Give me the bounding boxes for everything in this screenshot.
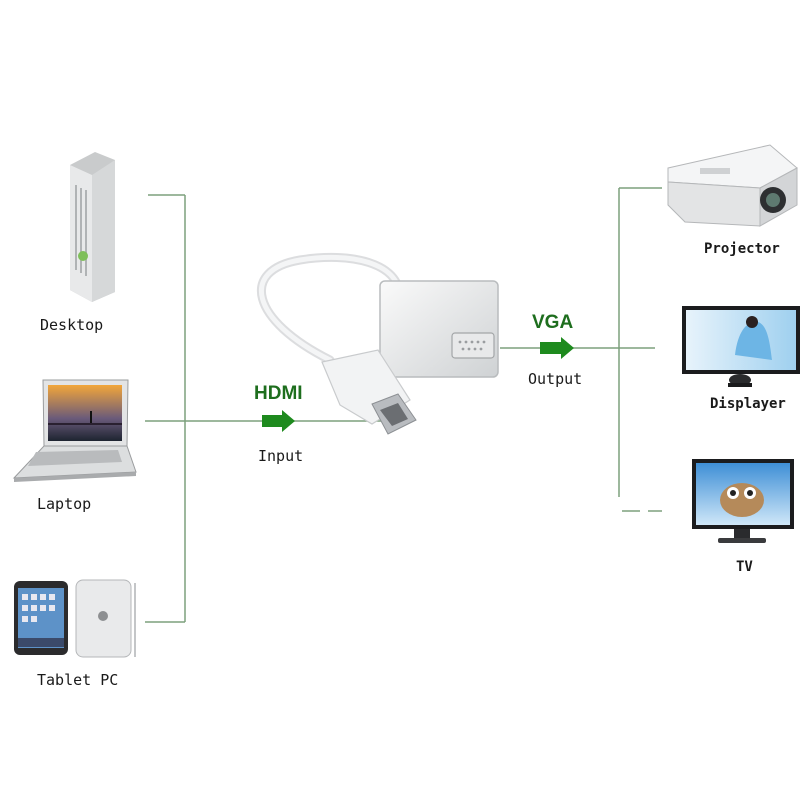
tv-label: TV <box>736 559 753 575</box>
monitor-icon <box>682 306 800 387</box>
tablet-icon <box>14 579 136 658</box>
hdmi-signal-label: HDMI <box>254 383 303 404</box>
projector-icon <box>667 144 798 227</box>
output-arrow-icon <box>540 337 574 359</box>
laptop-label: Laptop <box>37 495 92 513</box>
desktop-label: Desktop <box>40 316 104 334</box>
output-label: Output <box>528 370 583 388</box>
input-arrow-icon <box>262 410 295 432</box>
hdmi-vga-adapter-icon <box>257 253 499 435</box>
left-bracket-lines <box>145 194 186 623</box>
tv-icon <box>692 459 794 543</box>
laptop-icon <box>12 379 137 482</box>
input-label: Input <box>258 447 304 465</box>
right-bracket-lines <box>618 187 662 512</box>
vga-signal-label: VGA <box>532 312 574 333</box>
desktop-tower-icon <box>70 152 115 302</box>
displayer-label: Displayer <box>710 396 786 412</box>
projector-label: Projector <box>704 241 780 257</box>
tablet-label: Tablet PC <box>37 671 119 689</box>
